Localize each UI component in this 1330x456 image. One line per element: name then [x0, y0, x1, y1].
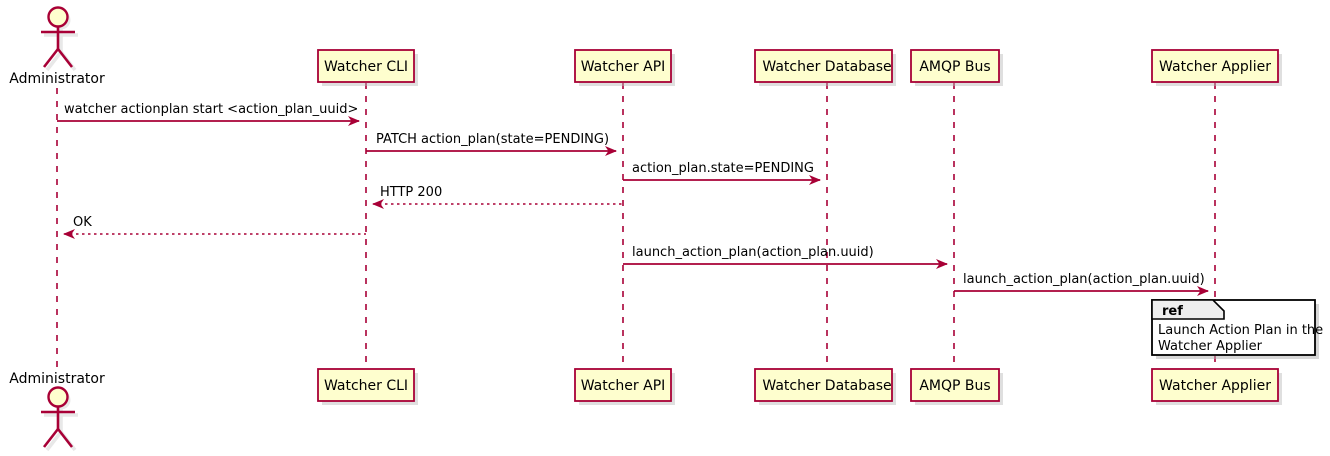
ref-fragment-tab — [1151, 299, 1225, 320]
participant-box — [317, 368, 415, 402]
participant-box — [574, 368, 672, 402]
message-label: launch_action_plan(action_plan.uuid) — [632, 245, 874, 260]
participant-box — [910, 368, 1000, 402]
participant-administrator-bottom[interactable]: Administrator — [9, 371, 105, 452]
message-label: OK — [73, 215, 92, 230]
participant-label-amqp-bus-top: AMQP Bus — [919, 59, 990, 75]
message-launch-action-plan-api-to-bus[interactable]: launch_action_plan(action_plan.uuid) — [623, 245, 948, 269]
message-http-200[interactable]: HTTP 200 — [372, 185, 623, 209]
participant-box — [1151, 368, 1279, 402]
message-watcher-actionplan-start[interactable]: watcher actionplan start <action_plan_uu… — [57, 102, 360, 126]
ref-fragment[interactable]: ref Launch Action Plan in the Watcher Ap… — [1151, 299, 1323, 359]
participant-watcher-database-top[interactable]: Watcher Database — [754, 49, 896, 86]
participant-label-amqp-bus-bottom: AMQP Bus — [919, 378, 990, 394]
participant-label-watcher-database-top: Watcher Database — [762, 59, 891, 75]
actor-leg-left — [42, 428, 60, 448]
message-patch-action-plan[interactable]: PATCH action_plan(state=PENDING) — [366, 132, 617, 156]
message-label: PATCH action_plan(state=PENDING) — [376, 132, 609, 147]
participant-box — [754, 49, 893, 83]
participant-label-watcher-applier-bottom: Watcher Applier — [1159, 378, 1271, 394]
participant-watcher-applier-top[interactable]: Watcher Applier — [1151, 49, 1282, 86]
participant-label-watcher-cli-bottom: Watcher CLI — [324, 378, 408, 394]
participant-box — [910, 49, 1000, 83]
participant-label-watcher-applier-top: Watcher Applier — [1159, 59, 1271, 75]
participant-box — [574, 49, 672, 83]
participant-box — [1151, 49, 1279, 83]
message-label: launch_action_plan(action_plan.uuid) — [963, 272, 1205, 287]
message-action-plan-state-pending[interactable]: action_plan.state=PENDING — [623, 161, 821, 185]
actor-leg-right — [56, 48, 74, 68]
participant-label-watcher-api-bottom: Watcher API — [581, 378, 666, 394]
participant-label-administrator-top: Administrator — [9, 71, 105, 87]
participant-label-watcher-cli-top: Watcher CLI — [324, 59, 408, 75]
participant-box — [317, 49, 415, 83]
lifelines — [56, 83, 1216, 368]
ref-fragment-line-1: Launch Action Plan in the — [1158, 323, 1323, 338]
message-ok[interactable]: OK — [63, 215, 366, 239]
participant-watcher-cli-top[interactable]: Watcher CLI — [317, 49, 418, 86]
participant-watcher-applier-bottom[interactable]: Watcher Applier — [1151, 368, 1282, 405]
ref-fragment-keyword: ref — [1162, 304, 1183, 319]
participant-amqp-bus-bottom[interactable]: AMQP Bus — [910, 368, 1003, 405]
actor-leg-left — [42, 48, 60, 68]
message-label: watcher actionplan start <action_plan_uu… — [64, 102, 358, 117]
participant-label-watcher-database-bottom: Watcher Database — [762, 378, 891, 394]
ref-fragment-box — [1151, 299, 1316, 356]
participant-watcher-api-bottom[interactable]: Watcher API — [574, 368, 675, 405]
message-launch-action-plan-bus-to-applier[interactable]: launch_action_plan(action_plan.uuid) — [954, 272, 1209, 296]
participant-watcher-cli-bottom[interactable]: Watcher CLI — [317, 368, 418, 405]
participant-box — [754, 368, 893, 402]
participant-watcher-database-bottom[interactable]: Watcher Database — [754, 368, 896, 405]
participant-amqp-bus-top[interactable]: AMQP Bus — [910, 49, 1003, 86]
actor-leg-right — [56, 428, 74, 448]
actor-head-icon — [47, 6, 69, 28]
participant-administrator-top[interactable]: Administrator — [9, 6, 105, 88]
participant-label-administrator-bottom: Administrator — [9, 371, 105, 387]
message-label: HTTP 200 — [380, 185, 442, 200]
actor-head-icon — [47, 386, 69, 408]
participant-label-watcher-api-top: Watcher API — [581, 59, 666, 75]
ref-fragment-line-2: Watcher Applier — [1158, 339, 1263, 354]
message-label: action_plan.state=PENDING — [632, 161, 814, 176]
participant-watcher-api-top[interactable]: Watcher API — [574, 49, 675, 86]
